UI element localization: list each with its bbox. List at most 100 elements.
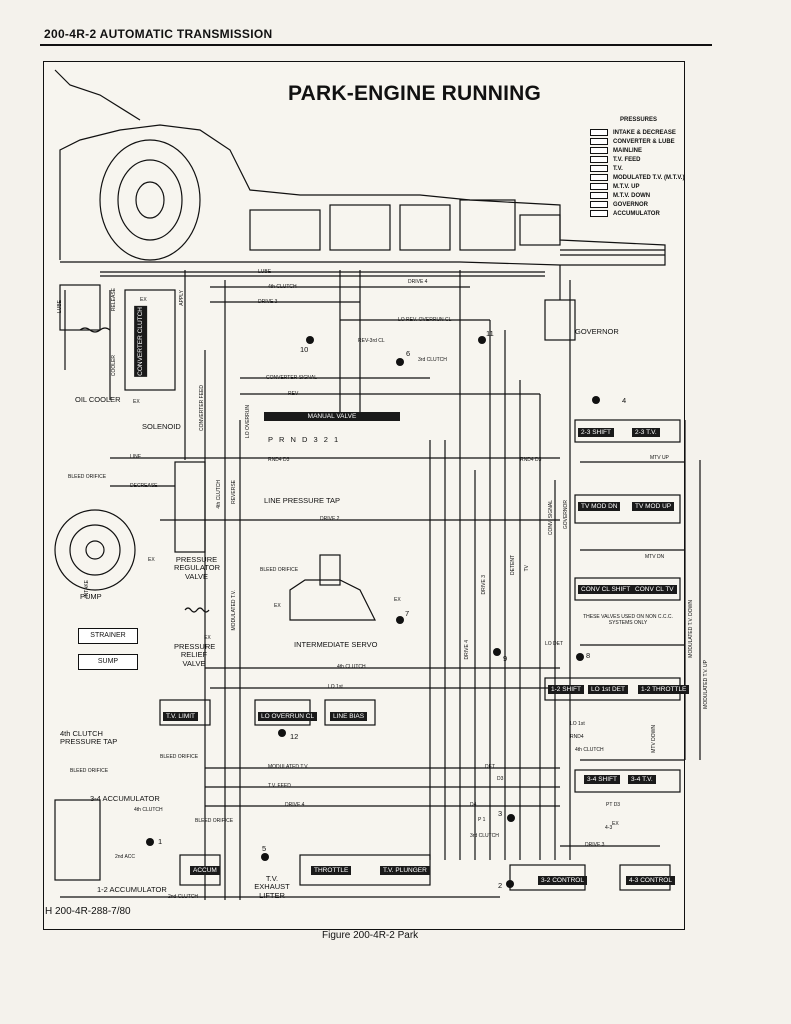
check-ball-3: 3 [498, 809, 503, 818]
legend-item: T.V. FEED [590, 155, 684, 164]
legend-label: MODULATED T.V. (M.T.V.) [613, 174, 685, 181]
intermediate-servo-label: INTERMEDIATE SERVO [294, 640, 378, 649]
valve-2-3-shift: 2-3 SHIFT [578, 428, 614, 438]
legend-item: MODULATED T.V. (M.T.V.) [590, 173, 684, 182]
passage-label-4th: 4th CLUTCH [575, 747, 604, 753]
exhaust-marker: EX [394, 597, 401, 603]
passage-label-4th-clutch-b: 4th CLUTCH [337, 664, 366, 670]
legend-label: INTAKE & DECREASE [613, 129, 676, 136]
valve-throttle: THROTTLE [311, 866, 352, 876]
passage-label-modulated-tv-v: MODULATED T.V. [231, 590, 237, 631]
passage-label-d4: D4 [470, 802, 477, 808]
legend-swatch [590, 174, 608, 181]
valve-tv-mod-up: TV MOD UP [632, 502, 675, 512]
legend-item: GOVERNOR [590, 200, 684, 209]
legend-swatch [590, 165, 608, 172]
passage-label-bleed-orifice-5: BLEED ORIFICE [260, 567, 299, 573]
passage-label-rev: REV [288, 391, 299, 397]
valve-lo-overrun: LO OVERRUN CL [258, 712, 318, 722]
valve-tv-mod-dn: TV MOD DN [578, 502, 621, 512]
check-ball-9: 9 [503, 654, 508, 663]
figure-caption: Figure 200-4R-2 Park [322, 930, 419, 941]
passage-label-mtv-down-v2: MTV DOWN [651, 725, 657, 753]
exhaust-marker: EX [148, 557, 155, 563]
passage-label-det: DET [485, 764, 495, 770]
check-ball-2: 2 [498, 881, 503, 890]
exhaust-marker: EX [140, 297, 147, 303]
check-ball-1: 1 [158, 837, 163, 846]
passage-label-2nd-acc: 2nd ACC [115, 854, 136, 860]
line-pressure-tap-label: LINE PRESSURE TAP [264, 496, 340, 505]
1-2-accumulator-label: 1-2 ACCUMULATOR [97, 885, 167, 894]
check-ball-6: 6 [406, 349, 411, 358]
check-ball-8: 8 [586, 651, 591, 660]
passage-label-2nd-clutch: 2nd CLUTCH [168, 894, 199, 900]
legend-item: M.T.V. DOWN [590, 191, 684, 200]
legend-swatch [590, 156, 608, 163]
legend-label: T.V. FEED [613, 156, 641, 163]
solenoid-label: SOLENOID [142, 422, 181, 431]
passage-label-decrease: DECREASE [130, 483, 158, 489]
passage-label-bleed-orifice-2: BLEED ORIFICE [160, 754, 199, 760]
exhaust-marker: EX [274, 603, 281, 609]
sump-box: SUMP [78, 654, 138, 670]
non-ccc-note: THESE VALVES USED ON NON C.C.C. SYSTEMS … [583, 614, 673, 626]
passage-label-mtv-up-v: MODULATED T.V. UP [703, 660, 709, 709]
valve-3-4-shift: 3-4 SHIFT [584, 775, 620, 785]
legend-label: T.V. [613, 165, 623, 172]
passage-label-pt-d3: PT D3 [606, 802, 621, 808]
valve-line-bias: LINE BIAS [330, 712, 368, 722]
valve-2-3-tv: 2-3 T.V. [632, 428, 660, 438]
check-ball-7: 7 [405, 609, 410, 618]
exhaust-marker: EX [612, 821, 619, 827]
passage-label-drive-3-v: DRIVE 3 [481, 575, 487, 595]
passage-label-reverse: REVERSE [231, 480, 237, 504]
passage-label-rnd4: RND4 [570, 734, 584, 740]
prnd-selector-label: P R N D 3 2 1 [268, 435, 341, 444]
passage-label-modulated-tv: MODULATED T.V. [268, 764, 309, 770]
passage-label-mtv-dn: MTV DN [645, 554, 665, 560]
passage-label-lo-1st-b: LO 1st [570, 721, 585, 727]
legend-swatch [590, 210, 608, 217]
legend-swatch [590, 192, 608, 199]
check-ball-4: 4 [622, 396, 627, 405]
manual-valve: MANUAL VALVE [264, 412, 400, 422]
tv-exhaust-lifter-label: T.V. EXHAUST LIFTER [254, 874, 290, 900]
passage-label-mtv-up: MTV UP [650, 455, 669, 461]
exhaust-marker: EX [204, 635, 211, 641]
passage-label-tv-v: TV [524, 565, 530, 572]
passage-label-lo-overrun: LO OVERRUN [245, 405, 251, 439]
passage-label-rnd4-d3: RND4 D3 [520, 457, 542, 463]
pressure-relief-label: PRESSURE RELIEF VALVE [174, 642, 216, 668]
exhaust-marker: EX [133, 399, 140, 405]
passage-label-drive-2: DRIVE 2 [320, 516, 340, 522]
passage-label-4-3: 4-3 [605, 825, 613, 831]
legend-item: MAINLINE [590, 146, 684, 155]
passage-label-3rd-clutch-b: 3rd CLUTCH [470, 833, 499, 839]
passage-label-lo-1st: LO 1st [328, 684, 343, 690]
valve-4-3-control: 4-3 CONTROL [626, 876, 675, 886]
passage-label-lube: LUBE [258, 269, 272, 275]
passage-label-converter-feed: CONVERTER FEED [199, 385, 205, 432]
passage-label-governor-v: GOVERNOR [563, 500, 569, 530]
passage-label-4th-cl: 4th CLUTCH [134, 807, 163, 813]
passage-label-conv-signal: CONV. SIGNAL [548, 500, 554, 536]
passage-label-drive-4-v: DRIVE 4 [464, 640, 470, 660]
passage-label-tv-feed: T.V. FEED [268, 783, 291, 789]
passage-label-rev-3rd: REV-3rd CL [358, 338, 385, 344]
legend-heading: PRESSURES [620, 117, 658, 123]
diagram-title: PARK-ENGINE RUNNING [288, 82, 542, 105]
legend-label: MAINLINE [613, 147, 642, 154]
valve-tv-plunger: T.V. PLUNGER [380, 866, 430, 876]
legend-label: M.T.V. DOWN [613, 192, 651, 199]
passage-label-converter-signal: CONVERTER SIGNAL [266, 375, 318, 381]
passage-label-p1: P 1 [478, 817, 486, 823]
valve-accum: ACCUM [190, 866, 220, 876]
oil-cooler-label: OIL COOLER [75, 395, 121, 404]
legend-item: M.T.V. UP [590, 182, 684, 191]
check-ball-5: 5 [262, 844, 267, 853]
pump-label: PUMP [80, 592, 102, 601]
check-ball-10: 10 [300, 345, 309, 354]
passage-label-cooler: COOLER [111, 355, 117, 377]
